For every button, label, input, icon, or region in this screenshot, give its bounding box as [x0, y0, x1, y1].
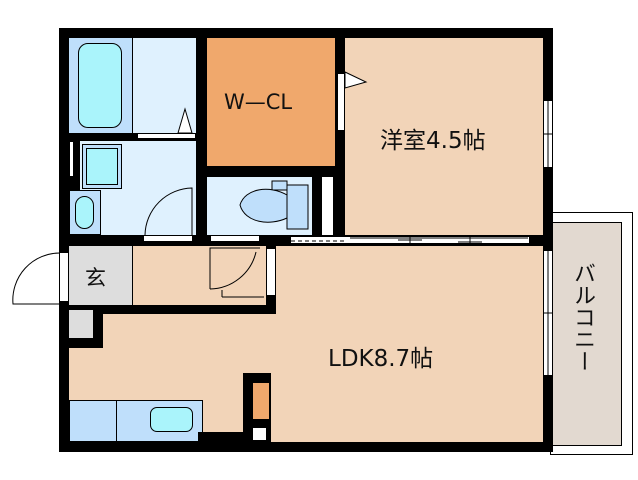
balcony — [552, 222, 622, 446]
western-room-label: 洋室4.5帖 — [380, 128, 486, 154]
western-room — [345, 38, 543, 235]
pipe-space — [253, 428, 266, 440]
kitchen-sink — [150, 407, 193, 432]
ldk-label: LDK8.7帖 — [328, 346, 434, 372]
washroom-window — [69, 141, 74, 177]
refrigerator-space — [253, 383, 269, 419]
western-room-closet-door[interactable] — [337, 73, 345, 131]
entrance-door-swing-icon — [12, 252, 61, 305]
kitchen-low-wall — [198, 432, 246, 442]
bathroom-door[interactable] — [137, 133, 196, 139]
washroom-door-swing-icon — [144, 187, 193, 236]
toilet-side-window — [322, 177, 333, 235]
kitchen-counter-divider — [116, 400, 117, 442]
entrance-label: 玄 — [85, 266, 106, 290]
entrance-door-frame[interactable] — [59, 252, 69, 302]
hall-door[interactable] — [266, 248, 276, 296]
hallway — [133, 246, 266, 305]
walk-in-closet-label: W—CL — [224, 90, 293, 114]
balcony-label: バルコニー — [570, 262, 595, 372]
storage-marker-icon — [177, 107, 193, 134]
washroom-door[interactable] — [143, 235, 193, 242]
closet-marker-icon — [344, 71, 368, 89]
bathtub — [78, 43, 122, 128]
ldk-main — [276, 246, 543, 442]
toilet-tank-icon — [286, 184, 309, 230]
toilet-tank-lid-icon — [271, 180, 288, 191]
toilet-door[interactable] — [210, 235, 260, 242]
entrance-step — [69, 310, 93, 338]
walk-in-closet — [207, 38, 335, 166]
hall-door-swing-icon — [209, 247, 260, 290]
washbasin-bowl — [86, 148, 118, 185]
entrance — [69, 246, 132, 305]
toilet-bowl-icon — [239, 188, 288, 223]
washing-machine-drum — [75, 196, 94, 229]
